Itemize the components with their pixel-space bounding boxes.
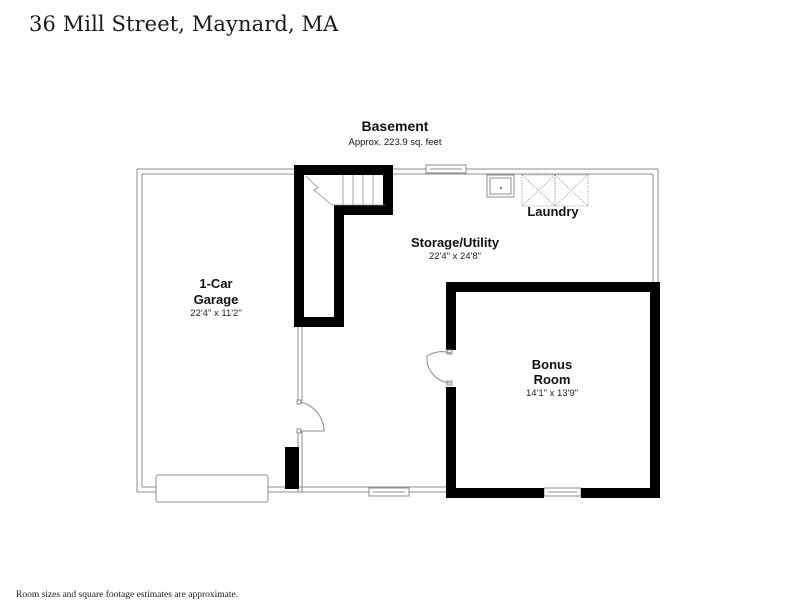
room-label-storage: Storage/Utility 22'4" x 24'8" xyxy=(411,235,500,262)
window-bottom-bonus xyxy=(543,487,582,497)
floor-name: Basement xyxy=(362,118,429,134)
svg-text:Room: Room xyxy=(534,372,571,387)
svg-text:22'4" x 24'8": 22'4" x 24'8" xyxy=(429,251,481,262)
room-label-laundry: Laundry xyxy=(527,204,579,219)
svg-text:Laundry: Laundry xyxy=(527,204,579,219)
svg-text:Bonus: Bonus xyxy=(532,357,572,372)
svg-text:22'4" x 11'2": 22'4" x 11'2" xyxy=(190,308,241,319)
svg-text:Garage: Garage xyxy=(194,292,239,307)
svg-text:14'1" x 13'9": 14'1" x 13'9" xyxy=(526,388,578,399)
garage-entry-door xyxy=(296,399,325,434)
garage-door xyxy=(155,474,269,503)
page-title: 36 Mill Street, Maynard, MA xyxy=(29,12,339,36)
window-bottom-storage xyxy=(368,487,410,497)
room-label-bonus: Bonus Room 14'1" x 13'9" xyxy=(526,357,578,399)
stairs xyxy=(305,175,385,206)
floor-area: Approx. 223.9 sq. feet xyxy=(349,137,442,148)
post xyxy=(285,447,299,489)
laundry-sink xyxy=(486,174,515,198)
svg-text:1-Car: 1-Car xyxy=(199,276,232,291)
bonus-room-door xyxy=(426,349,453,386)
window-top xyxy=(425,164,467,174)
svg-text:Storage/Utility: Storage/Utility xyxy=(411,235,500,250)
exterior-outline xyxy=(136,168,659,493)
stair-wall xyxy=(294,165,393,327)
washer-dryer xyxy=(521,174,589,207)
room-label-garage: 1-Car Garage 22'4" x 11'2" xyxy=(190,276,241,319)
disclaimer: Room sizes and square footage estimates … xyxy=(16,590,239,600)
